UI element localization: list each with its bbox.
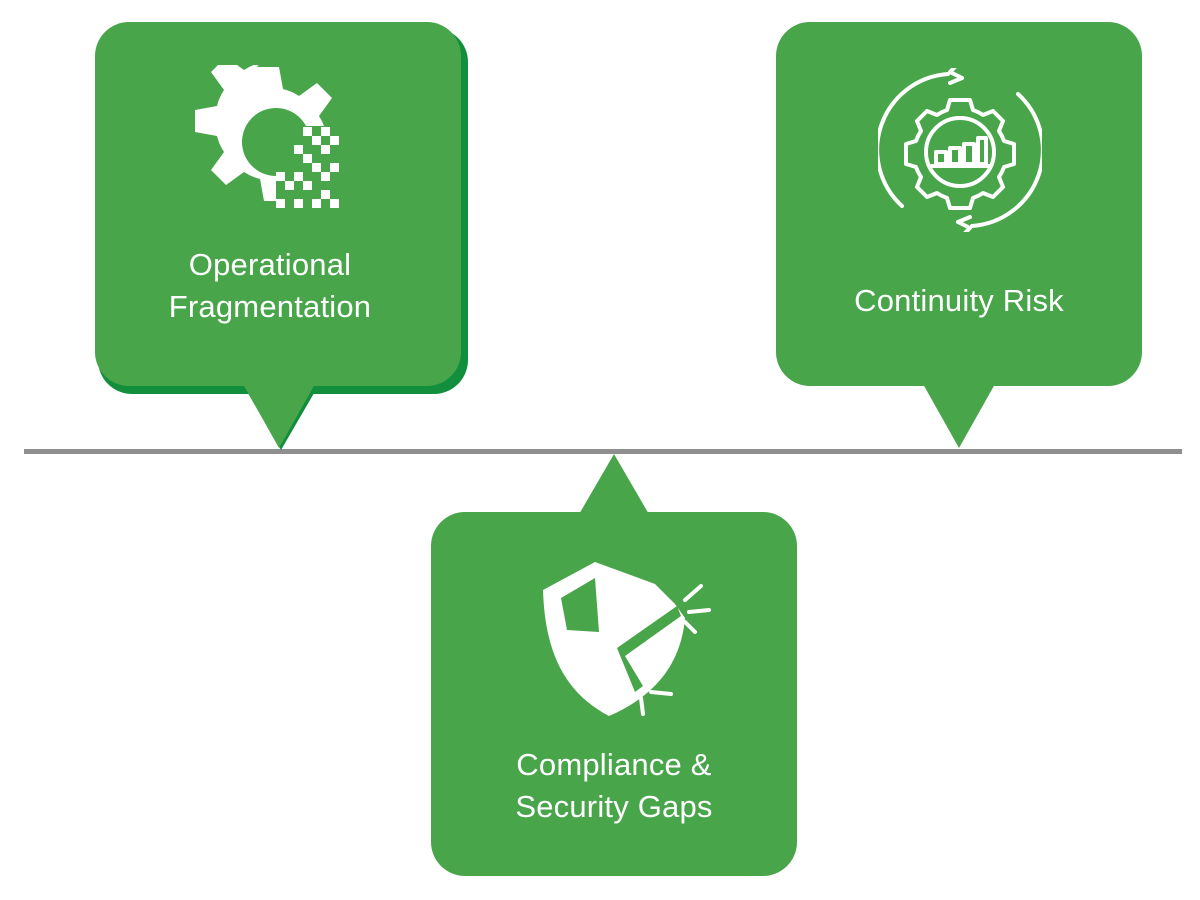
label-line-2: Fragmentation — [168, 289, 372, 324]
broken-gear-icon — [195, 57, 345, 215]
card — [776, 22, 1142, 386]
callout-label: Compliance & Security Gaps — [431, 744, 797, 828]
timeline-axis — [24, 449, 1182, 454]
shield-cracked-icon — [535, 556, 715, 724]
callout-label: Continuity Risk — [776, 280, 1142, 322]
label-line-1: Continuity Risk — [854, 283, 1064, 318]
gear-cycle-chart-icon — [875, 62, 1045, 238]
label-line-1: Operational — [188, 247, 352, 282]
callout-label: Operational Fragmentation — [95, 244, 445, 328]
pointer-down — [923, 384, 995, 448]
label-line-1: Compliance & — [516, 747, 712, 782]
pointer-down — [243, 384, 315, 448]
pointer-up — [578, 454, 650, 516]
label-line-2: Security Gaps — [515, 789, 713, 824]
